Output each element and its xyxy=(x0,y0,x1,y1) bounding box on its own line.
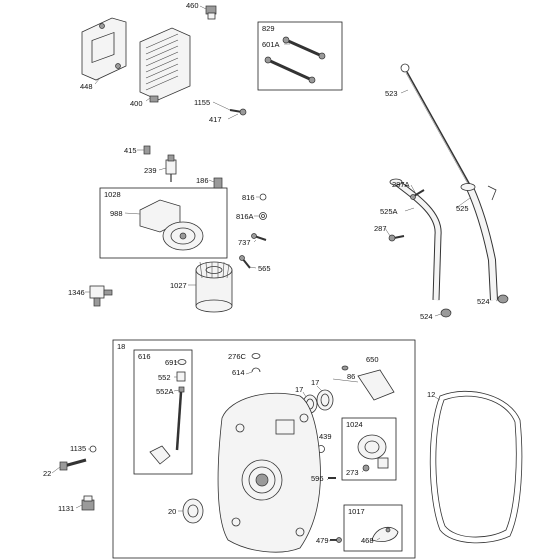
label-525: 525 xyxy=(456,204,469,213)
label-737: 737 xyxy=(238,238,251,247)
label-276c: 276C xyxy=(228,352,247,361)
part-1131 xyxy=(81,495,95,511)
washer-part-816 xyxy=(259,193,267,201)
label-17-left: 17 xyxy=(295,385,303,394)
kit-box-1024: 1024 xyxy=(341,417,397,481)
screw-part-737 xyxy=(251,233,267,241)
label-22: 22 xyxy=(43,469,51,478)
grommet-part-524-left xyxy=(440,308,452,318)
label-417: 417 xyxy=(209,115,222,124)
bearing-part-20 xyxy=(182,498,204,524)
kit-box-616: 616 xyxy=(133,349,193,475)
screw-part-287a xyxy=(410,189,425,200)
filter-adapter-part-988 xyxy=(139,199,204,251)
bracket-part-448 xyxy=(81,17,127,81)
kit-box-1028: 1028 xyxy=(99,187,228,259)
label-287a: 287A xyxy=(392,180,410,189)
label-524-left: 524 xyxy=(420,312,433,321)
kit-box-829: 829 xyxy=(257,21,343,91)
kit-box-18: 18 xyxy=(112,339,416,559)
fitting-part-460 xyxy=(205,5,217,20)
label-650: 650 xyxy=(366,355,379,364)
screw-part-287 xyxy=(388,234,405,242)
screw-part-417 xyxy=(229,108,247,116)
part-468 xyxy=(371,526,399,542)
bolt-part-601a xyxy=(264,36,326,84)
switch-part-239 xyxy=(165,154,177,182)
part-691 xyxy=(177,359,187,365)
label-525a: 525A xyxy=(380,207,398,216)
label-691: 691 xyxy=(165,358,178,367)
label-460: 460 xyxy=(186,1,199,10)
label-18: 18 xyxy=(117,342,125,351)
part-552a xyxy=(149,386,185,465)
label-988: 988 xyxy=(110,209,123,218)
label-186: 186 xyxy=(196,176,209,185)
label-1024: 1024 xyxy=(346,420,363,429)
dipstick-part-523 xyxy=(400,63,471,187)
label-1027: 1027 xyxy=(170,281,187,290)
label-479: 479 xyxy=(316,536,329,545)
gasket-part-12 xyxy=(429,390,523,544)
oil-pump-part-1024 xyxy=(357,434,389,472)
label-17-right: 17 xyxy=(311,378,319,387)
oil-cooler-part-400 xyxy=(139,27,191,103)
label-239: 239 xyxy=(144,166,157,175)
label-1028: 1028 xyxy=(104,190,121,199)
leader-lines xyxy=(51,5,499,542)
label-524-right: 524 xyxy=(477,297,490,306)
part-614 xyxy=(251,367,261,373)
label-552: 552 xyxy=(158,373,171,382)
oil-filter-part-1027 xyxy=(195,261,233,313)
part-276c xyxy=(251,353,261,359)
fitting-part-186 xyxy=(213,177,223,189)
tube-part-525 xyxy=(460,183,498,301)
tube-part-525a xyxy=(389,178,442,301)
label-601a: 601A xyxy=(262,40,280,49)
label-565: 565 xyxy=(258,264,271,273)
grommet-part-524-right xyxy=(497,294,509,304)
label-829: 829 xyxy=(262,24,275,33)
washer-part-1135 xyxy=(89,445,97,453)
label-273: 273 xyxy=(346,468,359,477)
label-1346: 1346 xyxy=(68,288,85,297)
label-1017: 1017 xyxy=(348,507,365,516)
label-12: 12 xyxy=(427,390,435,399)
label-439: 439 xyxy=(319,432,332,441)
part-650 xyxy=(341,365,349,371)
label-20: 20 xyxy=(168,507,176,516)
label-596: 596 xyxy=(311,474,324,483)
label-816a: 816A xyxy=(236,212,254,221)
seal-part-17-right xyxy=(316,389,334,411)
label-552a: 552A xyxy=(156,387,174,396)
valve-part-1346 xyxy=(89,285,113,307)
cover-part-86 xyxy=(357,369,395,401)
label-1131: 1131 xyxy=(58,504,74,513)
label-468: 468 xyxy=(361,536,374,545)
label-287: 287 xyxy=(374,224,387,233)
bolt-part-22 xyxy=(59,458,87,471)
kit-box-1017: 1017 xyxy=(343,504,403,552)
label-816: 816 xyxy=(242,193,255,202)
label-614: 614 xyxy=(232,368,245,377)
label-86: 86 xyxy=(347,372,355,381)
washer-part-816a xyxy=(259,212,267,220)
label-448: 448 xyxy=(80,82,93,91)
screw-part-479 xyxy=(330,537,342,543)
label-415: 415 xyxy=(124,146,137,155)
part-552 xyxy=(176,371,186,382)
label-400: 400 xyxy=(130,99,143,108)
plug-part-415 xyxy=(143,145,151,155)
label-616: 616 xyxy=(138,352,151,361)
label-523: 523 xyxy=(385,89,398,98)
crankcase-cover-part xyxy=(217,392,321,553)
label-1135: 1135 xyxy=(70,444,86,453)
label-1155: 1155 xyxy=(194,98,210,107)
screw-part-565 xyxy=(239,255,251,269)
